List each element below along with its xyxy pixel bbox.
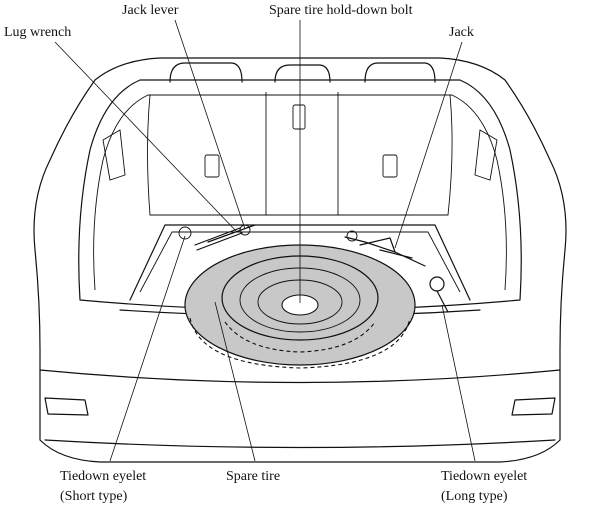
label-hold-down-bolt: Spare tire hold-down bolt <box>269 3 413 18</box>
label-tiedown-short: Tiedown eyelet <box>60 469 146 484</box>
label-tiedown-long: Tiedown eyelet <box>441 469 527 484</box>
label-spare-tire: Spare tire <box>226 469 280 484</box>
lug-wrench-graphic <box>194 224 251 251</box>
label-tiedown-long-type: (Long type) <box>441 489 508 504</box>
rear-seat <box>102 62 498 216</box>
leader-lines <box>54 19 476 462</box>
jack-lever-graphic <box>178 224 256 243</box>
label-jack: Jack <box>449 25 474 40</box>
label-lug-wrench: Lug wrench <box>4 25 71 40</box>
tiedown-eyelet-long-graphic <box>429 276 449 313</box>
label-jack-lever: Jack lever <box>122 3 179 18</box>
jack-graphic <box>344 230 426 267</box>
label-tiedown-short-type: (Short type) <box>60 489 128 504</box>
